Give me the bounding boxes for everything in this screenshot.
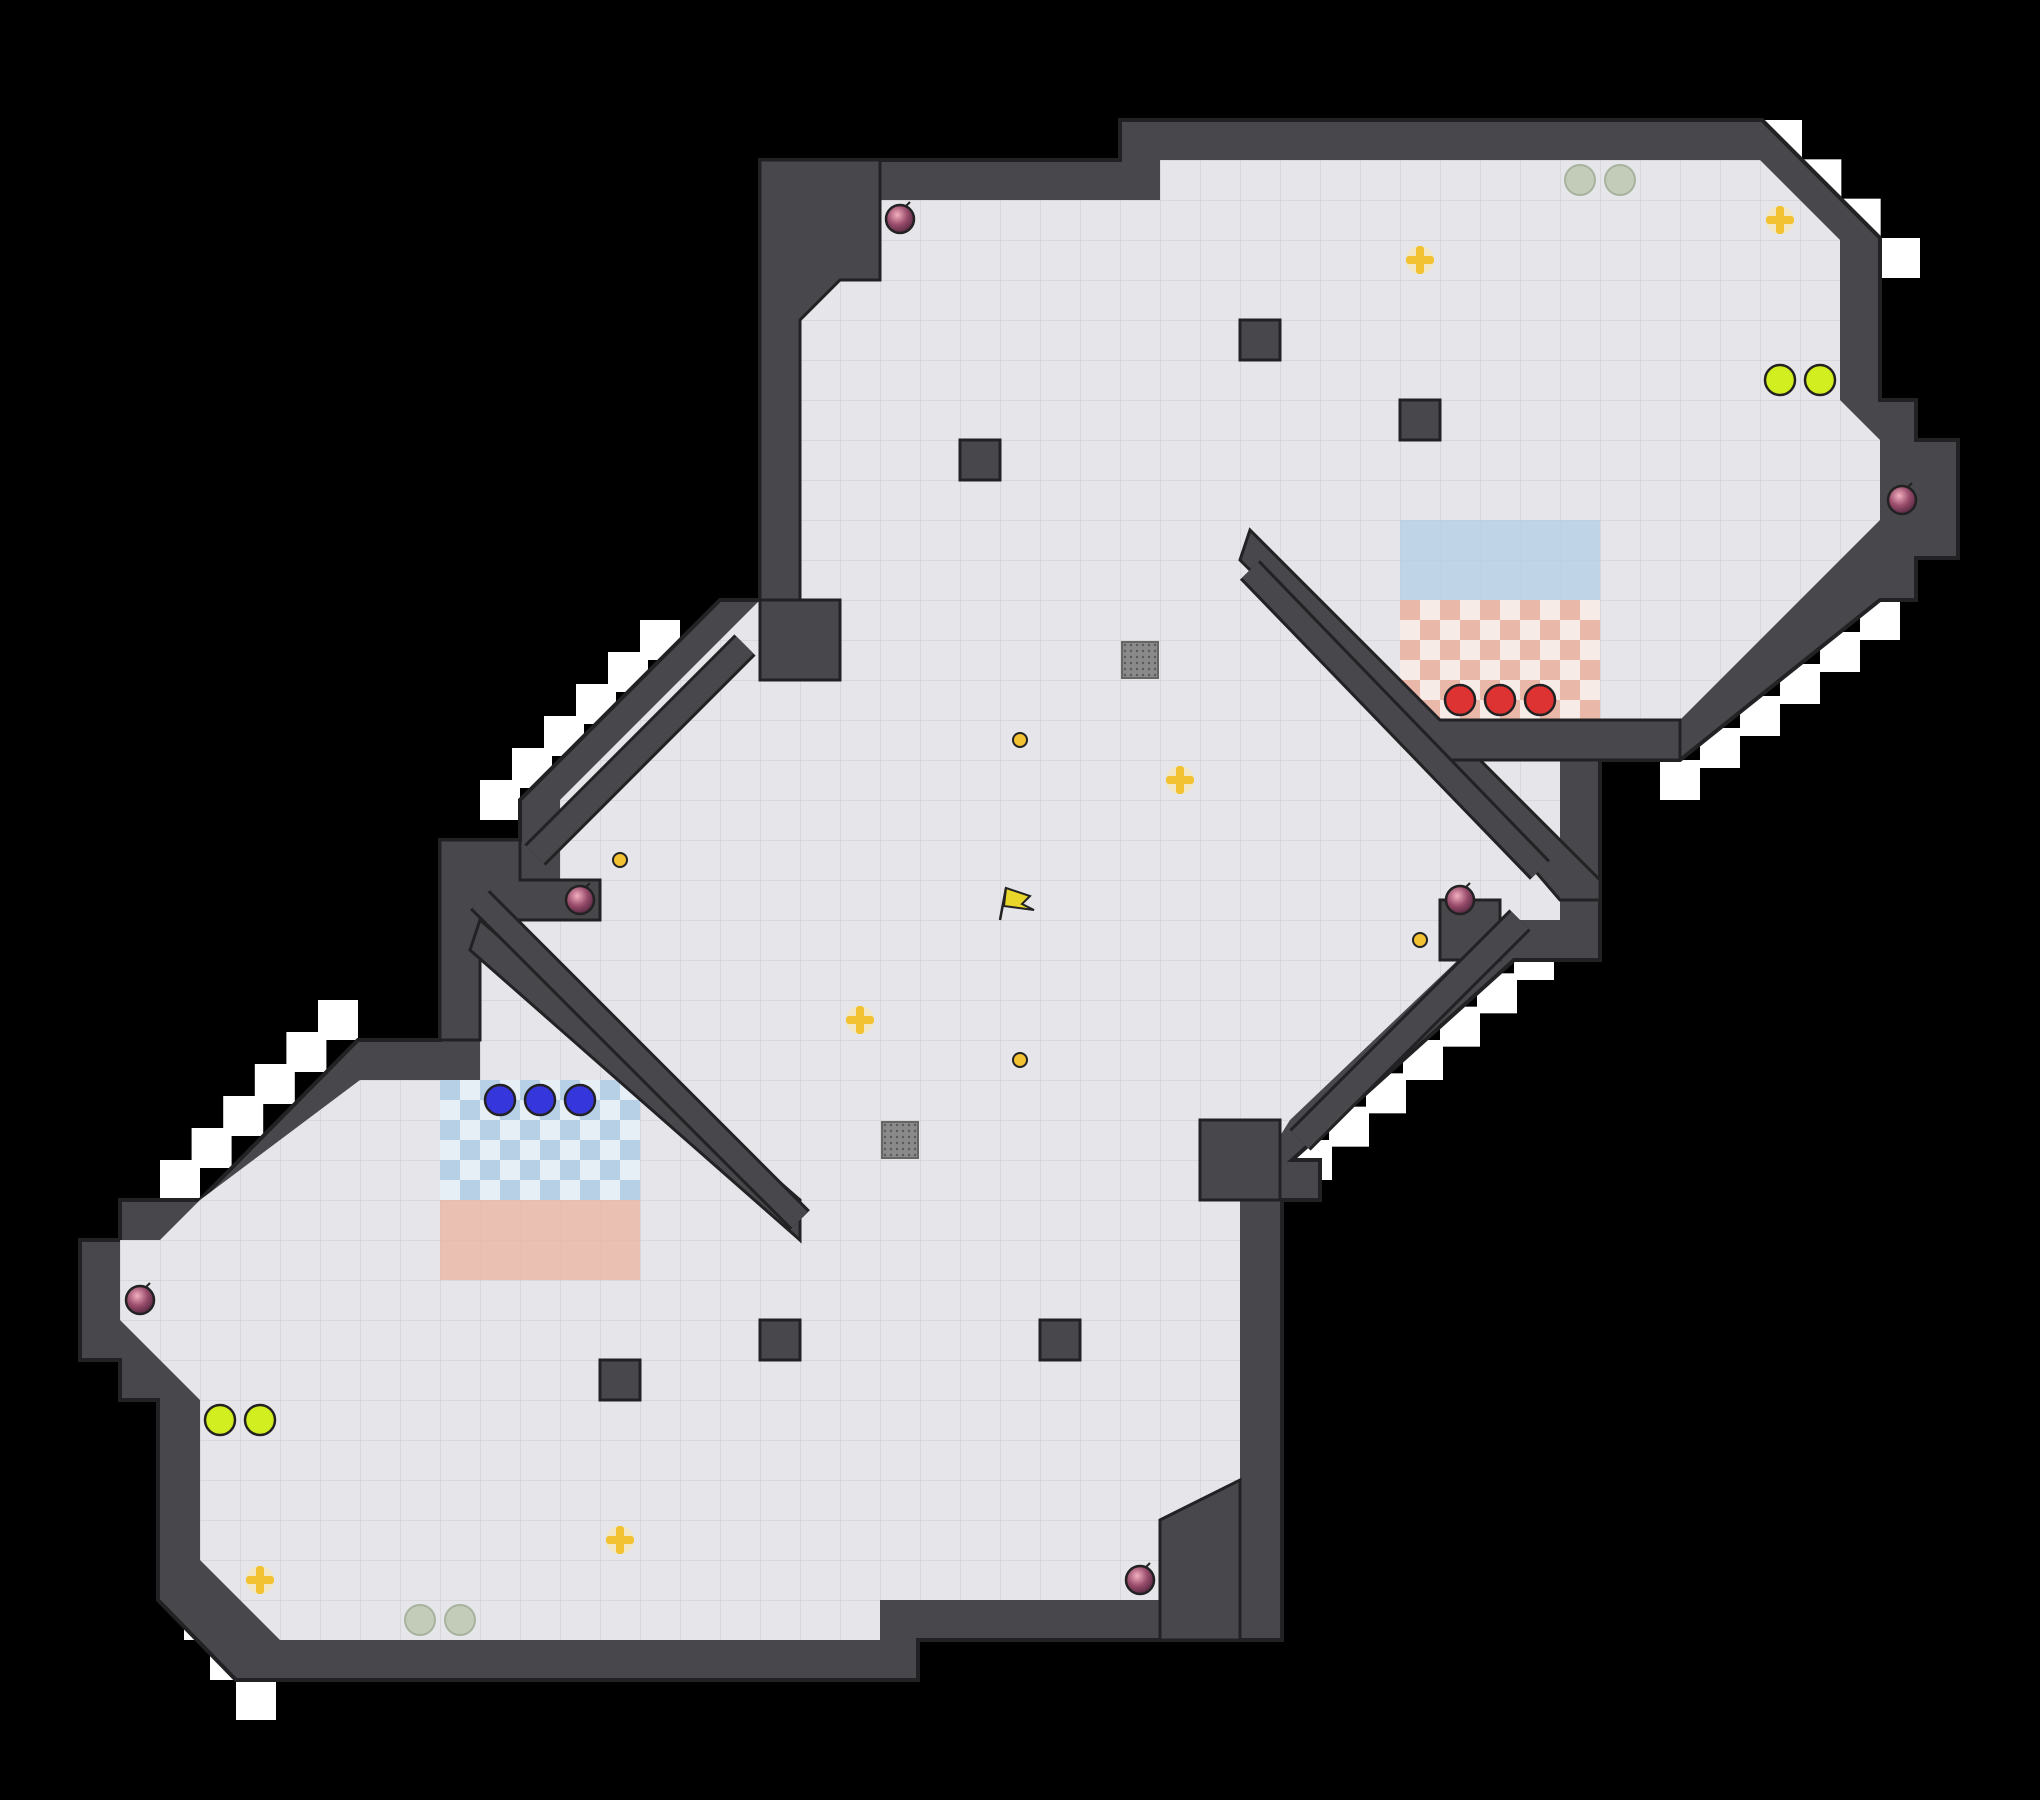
bomb-icon (564, 882, 596, 916)
blue-tint-zone (1400, 520, 1600, 600)
red-tint-zone (440, 1200, 640, 1280)
map-objects (124, 164, 1918, 1636)
spawn-point-icon (404, 1604, 436, 1636)
stair-step (1660, 760, 1700, 800)
diagonal-wall (472, 892, 808, 1228)
speed-boost-icon (243, 1403, 277, 1437)
bomb-icon (884, 201, 916, 235)
floor-area (120, 160, 1880, 1640)
wall-block (758, 1318, 802, 1362)
diagonal-wall (526, 636, 754, 864)
button-icon (612, 852, 628, 868)
powerup-icon (846, 1006, 874, 1034)
gate-icon (1121, 641, 1159, 679)
stair-step (160, 1160, 200, 1200)
powerup-icon (1766, 206, 1794, 234)
inner-wall (438, 838, 602, 1042)
powerup-icon (1406, 246, 1434, 274)
powerup-icon (606, 1526, 634, 1554)
floor-grid (120, 160, 1880, 1640)
inner-wall (1158, 1477, 1242, 1642)
red-ball-icon (1523, 683, 1557, 717)
gate-icon (881, 1121, 919, 1159)
diagonal-wall (1291, 911, 1529, 1149)
wall-block (1398, 398, 1442, 442)
blue-ball-icon (483, 1083, 517, 1117)
wall-block (598, 1358, 642, 1402)
bomb-icon (1886, 482, 1918, 516)
stair-step (1880, 238, 1920, 278)
button-icon (1412, 932, 1428, 948)
speed-boost-icon (203, 1403, 237, 1437)
stair-edges (158, 120, 1920, 1720)
bomb-icon (1124, 1562, 1156, 1596)
powerup-icon (1166, 766, 1194, 794)
bomb-icon (1444, 882, 1476, 916)
diagonal-wall (1242, 562, 1548, 878)
blue-ball-icon (563, 1083, 597, 1117)
red-ball-icon (1443, 683, 1477, 717)
inner-walls (438, 158, 1682, 1642)
red-ball-icon (1483, 683, 1517, 717)
inner-wall (1198, 1118, 1282, 1202)
speed-boost-icon (1803, 363, 1837, 397)
spawn-point-icon (1604, 164, 1636, 196)
spawn-point-icon (444, 1604, 476, 1636)
stair-step (480, 780, 520, 820)
blue-ball-icon (523, 1083, 557, 1117)
wall-block (1038, 1318, 1082, 1362)
powerup-icon (246, 1566, 274, 1594)
speed-boost-icon (1763, 363, 1797, 397)
bomb-icon (124, 1282, 156, 1316)
yellow-flag-icon (998, 886, 1035, 921)
wall-block (958, 438, 1002, 482)
wall-block (1238, 318, 1282, 362)
inner-wall (758, 598, 842, 682)
button-icon (1012, 732, 1028, 748)
button-icon (1012, 1052, 1028, 1068)
stair-step (236, 1680, 276, 1720)
spawn-point-icon (1564, 164, 1596, 196)
